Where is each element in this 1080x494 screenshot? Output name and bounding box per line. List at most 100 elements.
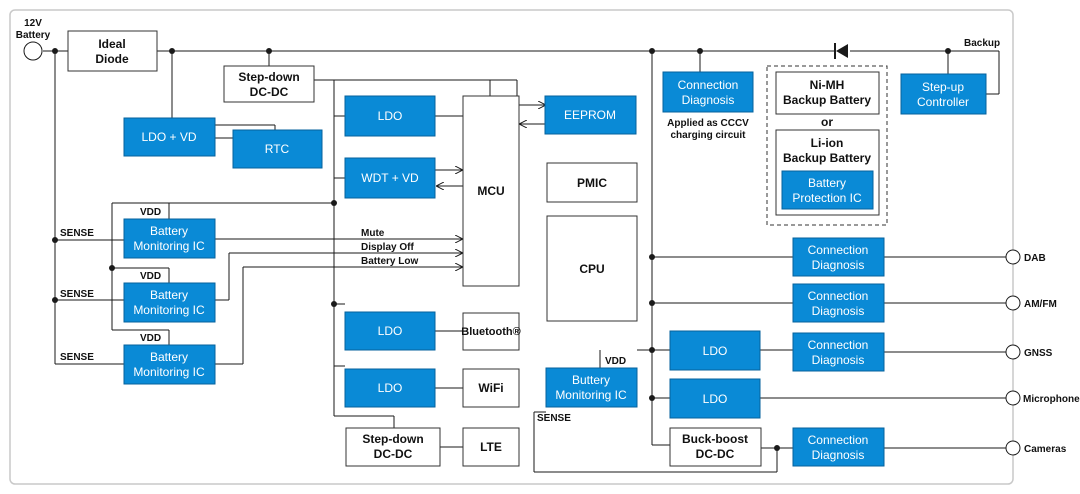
svg-text:Connection: Connection [808,243,869,257]
output-amfm: AM/FM [1005,295,1057,311]
junction-dots [52,48,951,451]
svg-text:Monitoring IC: Monitoring IC [133,303,205,317]
cccv-note-line2: charging circuit [670,130,746,141]
signal-battery-low: Battery Low [361,256,418,267]
svg-text:DC-DC: DC-DC [250,85,289,99]
svg-text:Bluetooth®: Bluetooth® [461,326,520,338]
svg-text:PMIC: PMIC [577,176,607,190]
vdd-label-3: VDD [140,333,161,344]
sense-label-2: SENSE [60,289,94,300]
output-gnss: GNSS [1005,344,1053,360]
svg-text:GNSS: GNSS [1024,348,1053,359]
diagram-frame [9,9,1014,485]
stepup-controller-block: Step-up Controller [900,73,987,115]
svg-text:LTE: LTE [480,440,502,454]
svg-text:Buttery: Buttery [572,373,610,387]
backup-battery-group [766,65,888,226]
battery-label-line2: Battery [16,30,51,41]
svg-text:Diode: Diode [95,52,129,66]
ldo-wifi-block: LDO [344,368,436,408]
rtc-block: RTC [232,129,323,169]
svg-text:Ni-MH: Ni-MH [810,78,845,92]
output-microphone: Microphone [1005,390,1080,406]
svg-text:MCU: MCU [477,184,504,198]
vdd-label-1: VDD [140,207,161,218]
svg-text:Step-down: Step-down [238,70,299,84]
ldo-gnss-block: LDO [669,330,761,371]
backup-label: Backup [964,38,1000,49]
connection-diagnosis-cameras: Connection Diagnosis [792,427,885,467]
cccv-note-line1: Applied as CCCV [667,118,749,129]
svg-text:Diagnosis: Diagnosis [812,304,865,318]
signal-display-off: Display Off [361,242,414,253]
ldo-vd-block: LDO + VD [123,117,216,157]
svg-text:Step-down: Step-down [362,432,423,446]
sense-label-1: SENSE [60,228,94,239]
svg-text:RTC: RTC [265,142,290,156]
ldo-mcu-block: LDO [344,95,436,137]
eeprom-block: EEPROM [544,95,637,135]
battery-label-line1: 12V [24,18,42,29]
svg-text:Battery: Battery [150,288,188,302]
svg-text:Diagnosis: Diagnosis [812,353,865,367]
pmic-block: PMIC [546,162,638,203]
svg-text:Monitoring IC: Monitoring IC [133,239,205,253]
svg-text:CPU: CPU [579,262,604,276]
svg-text:Diagnosis: Diagnosis [812,448,865,462]
svg-text:Buck-boost: Buck-boost [682,432,748,446]
svg-text:LDO: LDO [703,344,728,358]
vdd-label-2: VDD [140,271,161,282]
svg-text:DAB: DAB [1024,253,1046,264]
wdt-vd-block: WDT + VD [344,157,436,199]
connection-diagnosis-gnss: Connection Diagnosis [792,332,885,372]
buttery-monitoring-ic: Buttery Monitoring IC [545,367,638,408]
svg-text:AM/FM: AM/FM [1024,299,1057,310]
stepdown-top-block: Step-down DC-DC [223,65,315,103]
svg-text:LDO: LDO [378,324,403,338]
svg-text:EEPROM: EEPROM [564,108,616,122]
connection-diagnosis-amfm: Connection Diagnosis [792,283,885,323]
svg-text:Protection IC: Protection IC [792,191,862,205]
stepdown-bottom-block: Step-down DC-DC [345,427,441,467]
ldo-bluetooth-block: LDO [344,311,436,351]
svg-text:Ideal: Ideal [98,37,125,51]
svg-text:Monitoring IC: Monitoring IC [133,365,205,379]
svg-text:WiFi: WiFi [478,381,503,395]
svg-text:Connection: Connection [808,433,869,447]
cpu-block: CPU [546,215,638,322]
svg-text:Connection: Connection [808,338,869,352]
sense-label-3: SENSE [60,352,94,363]
svg-text:Connection: Connection [678,78,739,92]
backup-or-label: or [821,115,833,129]
svg-text:DC-DC: DC-DC [374,447,413,461]
svg-text:LDO: LDO [703,392,728,406]
svg-text:LDO: LDO [378,381,403,395]
right-sense-label: SENSE [537,413,571,424]
battery-protection-ic: Battery Protection IC [781,170,874,210]
svg-text:Microphone: Microphone [1023,394,1080,405]
battery-monitor-2: Battery Monitoring IC [123,282,216,323]
svg-text:LDO: LDO [378,109,403,123]
buck-boost-block: Buck-boost DC-DC [669,427,762,467]
svg-text:Backup Battery: Backup Battery [783,151,871,165]
mcu-block: MCU [462,95,520,287]
svg-text:Diagnosis: Diagnosis [682,93,735,107]
connection-diagnosis-backup: Connection Diagnosis [662,71,754,113]
ideal-diode-block: Ideal Diode [67,30,158,72]
ldo-microphone-block: LDO [669,378,761,419]
output-cameras: Cameras [1005,440,1067,456]
wires [43,50,1006,473]
battery-monitor-3: Battery Monitoring IC [123,344,216,385]
lte-block: LTE [462,427,520,467]
svg-text:DC-DC: DC-DC [696,447,735,461]
connection-diagnosis-dab: Connection Diagnosis [792,237,885,277]
svg-text:Battery: Battery [808,176,846,190]
svg-text:Diagnosis: Diagnosis [812,258,865,272]
bluetooth-block: Bluetooth® [461,312,521,351]
right-vdd-label: VDD [605,356,626,367]
backup-diode-symbol [834,43,848,59]
svg-text:Backup Battery: Backup Battery [783,93,871,107]
svg-text:Step-up: Step-up [922,80,964,94]
svg-text:Controller: Controller [917,95,969,109]
